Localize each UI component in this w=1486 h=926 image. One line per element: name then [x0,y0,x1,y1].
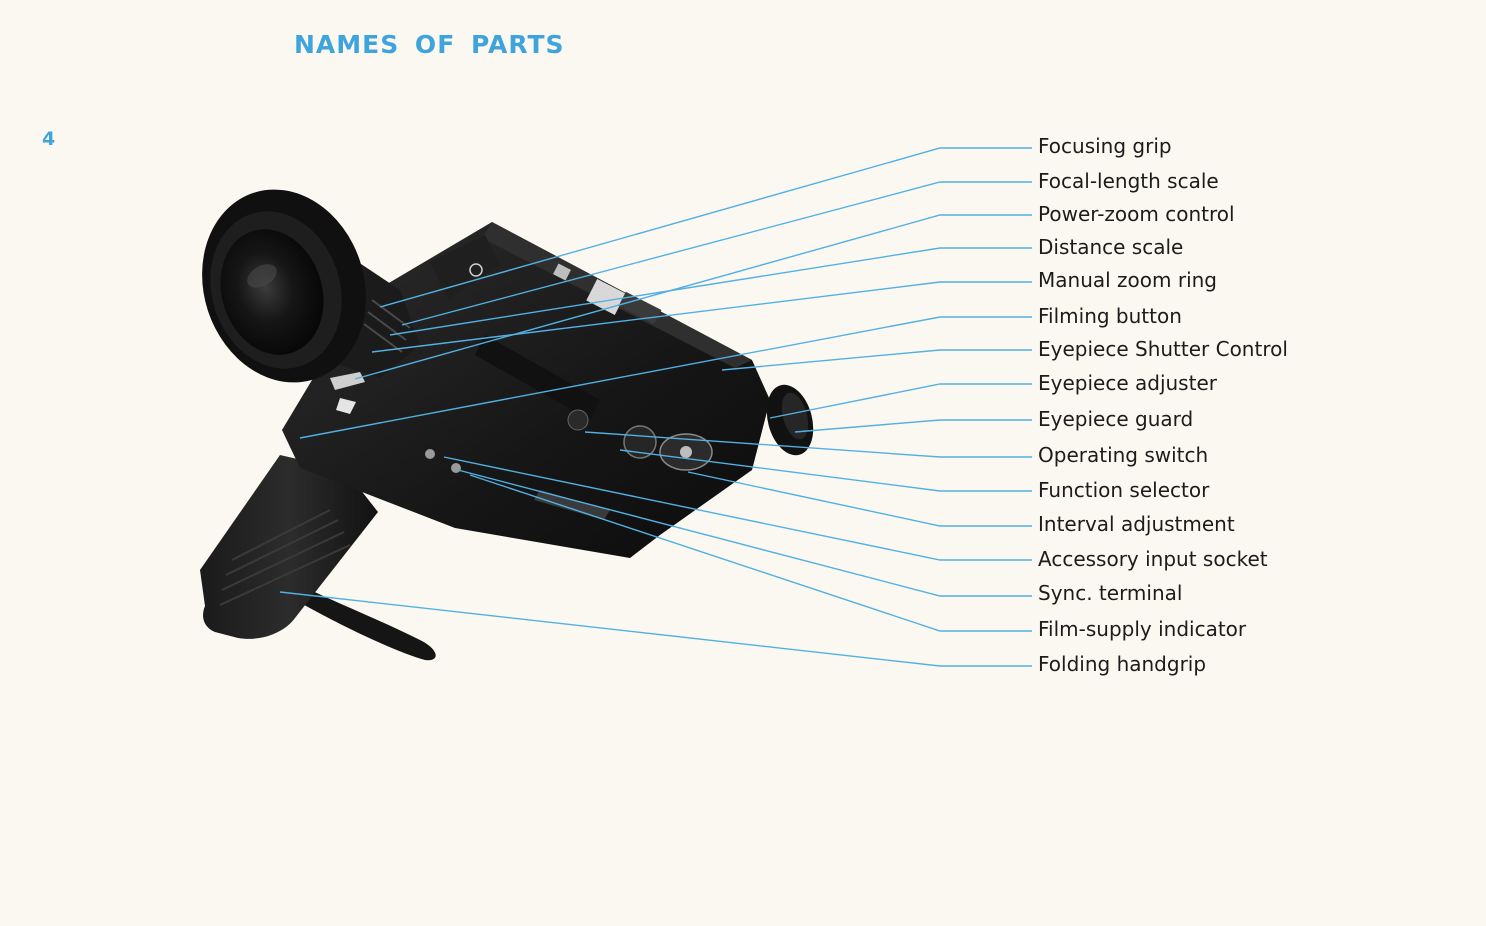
part-label: Focusing grip [1038,134,1172,158]
part-label: Filming button [1038,304,1182,328]
part-label: Focal-length scale [1038,169,1219,193]
part-label: Eyepiece adjuster [1038,371,1217,395]
part-label: Eyepiece Shutter Control [1038,337,1288,361]
part-label: Accessory input socket [1038,547,1268,571]
part-label: Sync. terminal [1038,581,1182,605]
part-label: Eyepiece guard [1038,407,1193,431]
part-label: Power-zoom control [1038,202,1235,226]
part-label: Folding handgrip [1038,652,1206,676]
part-label: Film-supply indicator [1038,617,1246,641]
part-label: Distance scale [1038,235,1183,259]
part-label: Interval adjustment [1038,512,1235,536]
part-label: Operating switch [1038,443,1208,467]
leader-line [795,420,1032,432]
part-label: Function selector [1038,478,1209,502]
camera-illustration [178,168,821,660]
part-label: Manual zoom ring [1038,268,1217,292]
leader-line [722,350,1032,370]
